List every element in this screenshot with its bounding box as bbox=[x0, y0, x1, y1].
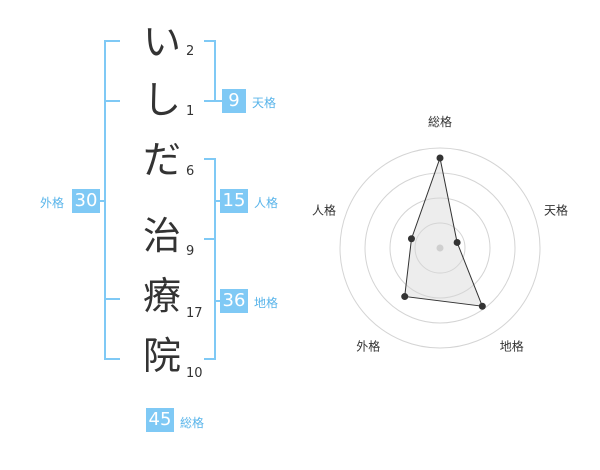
radar-axis-label-総格: 総格 bbox=[428, 114, 452, 129]
radar-grid-ring-2 bbox=[389, 197, 491, 299]
radar-point-総格 bbox=[436, 154, 444, 162]
radar-point-人格 bbox=[407, 235, 415, 243]
radar-axis-label-地格: 地格 bbox=[500, 339, 524, 354]
gaikaku-label: 外格 bbox=[40, 196, 65, 210]
jinkaku-label: 人格 bbox=[254, 196, 279, 210]
radar-polygon-group bbox=[401, 154, 486, 310]
chikaku-label: 地格 bbox=[254, 296, 279, 310]
stroke-count-5: 17 bbox=[186, 306, 203, 321]
radar-grid bbox=[339, 147, 541, 349]
radar-point-外格 bbox=[401, 293, 409, 301]
jinkaku-value-badge: 15 bbox=[220, 189, 248, 213]
radar-axis-label-天格: 天格 bbox=[544, 202, 568, 217]
soukaku-label: 総格 bbox=[180, 416, 205, 430]
stroke-count-6: 10 bbox=[186, 366, 203, 381]
surname-char-2: し bbox=[142, 78, 181, 122]
stroke-count-2: 1 bbox=[186, 104, 195, 119]
radar-axis-label-外格: 外格 bbox=[356, 339, 380, 354]
surname-char-1: い bbox=[142, 20, 181, 64]
tenkaku-value-badge: 9 bbox=[222, 89, 246, 113]
radar-point-天格 bbox=[453, 238, 461, 246]
radar-grid-ring-1 bbox=[414, 222, 466, 274]
radar-center-dot bbox=[436, 244, 444, 252]
chikaku-value-badge: 36 bbox=[220, 289, 248, 313]
surname-char-3: だ bbox=[142, 138, 181, 182]
given-char-2: 療 bbox=[142, 274, 181, 318]
given-char-3: 院 bbox=[142, 334, 181, 378]
radar-axis-label-人格: 人格 bbox=[312, 202, 336, 217]
stroke-count-1: 2 bbox=[186, 44, 195, 59]
gaikaku-value-badge: 30 bbox=[72, 189, 100, 213]
given-char-1: 治 bbox=[142, 214, 181, 258]
radar-grid-ring-4 bbox=[339, 147, 541, 349]
radar-data-polygon bbox=[404, 156, 484, 307]
radar-grid-ring-3 bbox=[364, 172, 516, 324]
soukaku-value-badge: 45 bbox=[146, 408, 174, 432]
stroke-count-3: 6 bbox=[186, 164, 195, 179]
tenkaku-label: 天格 bbox=[252, 96, 277, 110]
radar-point-地格 bbox=[478, 302, 486, 310]
stroke-count-4: 9 bbox=[186, 244, 195, 259]
